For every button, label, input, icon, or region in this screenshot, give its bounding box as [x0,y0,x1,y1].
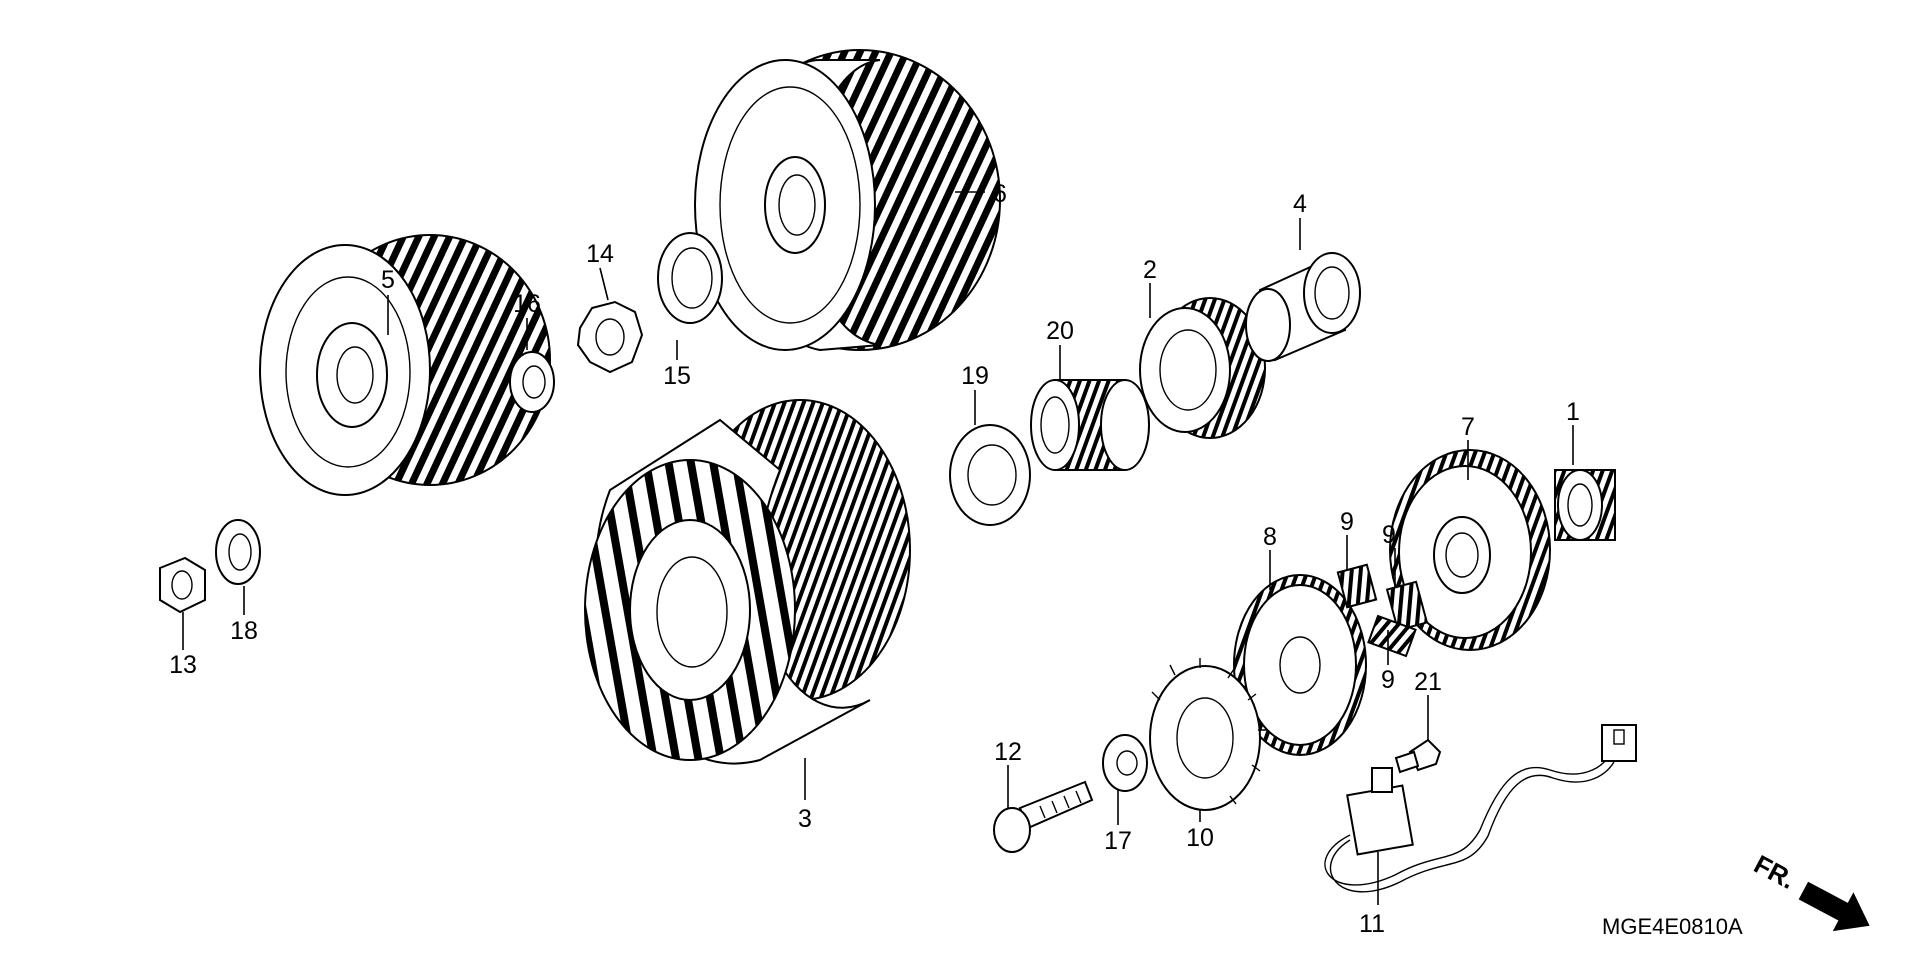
part-6-clutch-outer [694,49,1001,352]
part-2-starter-clutch-outer [1139,297,1266,439]
fr-label: FR. [1749,849,1800,895]
part-7-starter-driven-gear [1389,449,1551,651]
part-11-pulser-sensor [1324,724,1637,893]
part-20-needle-bearing [1030,379,1150,471]
label-part-8: 8 [1263,523,1277,551]
part-13-nut [159,556,206,614]
label-part-1: 1 [1566,398,1580,426]
part-16-washer [509,351,555,413]
label-part-9c: 9 [1381,666,1395,694]
part-18-washer [215,519,261,585]
part-15-washer [657,232,723,324]
label-part-19: 19 [961,362,989,390]
label-part-13: 13 [169,651,197,679]
part-9-spring-a [1336,563,1378,609]
part-3-clutch-basket [584,399,911,765]
label-part-4: 4 [1293,190,1307,218]
part-17-washer [1102,734,1148,792]
part-4-collar [1245,252,1361,362]
label-part-11: 11 [1359,910,1385,938]
part-14-lock-nut [576,300,644,374]
label-part-6: 6 [993,180,1007,208]
part-10-clutch-plate [1149,658,1268,811]
label-part-5: 5 [381,266,395,294]
label-part-9a: 9 [1340,508,1354,536]
label-part-10: 10 [1186,824,1214,852]
label-part-7: 7 [1461,413,1475,441]
part-1-needle-bearing [1554,469,1616,541]
arrow-icon [1798,881,1870,932]
drawing-code: MGE4E0810A [1602,914,1743,939]
label-part-20: 20 [1046,317,1074,345]
label-part-12: 12 [994,738,1022,766]
part-8-gear [1233,574,1367,756]
label-part-9b: 9 [1382,521,1396,549]
leader-lines [182,191,1574,905]
label-part-21: 21 [1414,668,1442,696]
part-19-washer [949,424,1031,526]
part-21-bolt [1394,738,1442,774]
part-5-clutch-drive [259,234,551,496]
label-part-17: 17 [1104,827,1132,855]
label-part-14: 14 [586,240,614,268]
front-direction-arrow: FR. [1749,849,1870,932]
label-part-2: 2 [1143,256,1157,284]
part-labels: 1 2 3 4 5 6 7 8 9 9 9 10 11 12 13 14 15 … [169,180,1580,938]
part-9-spring-b [1385,580,1429,632]
label-part-15: 15 [663,362,691,390]
label-part-3: 3 [798,805,812,833]
part-12-bolt [993,780,1094,853]
label-part-16: 16 [513,290,541,318]
label-part-18: 18 [230,617,258,645]
